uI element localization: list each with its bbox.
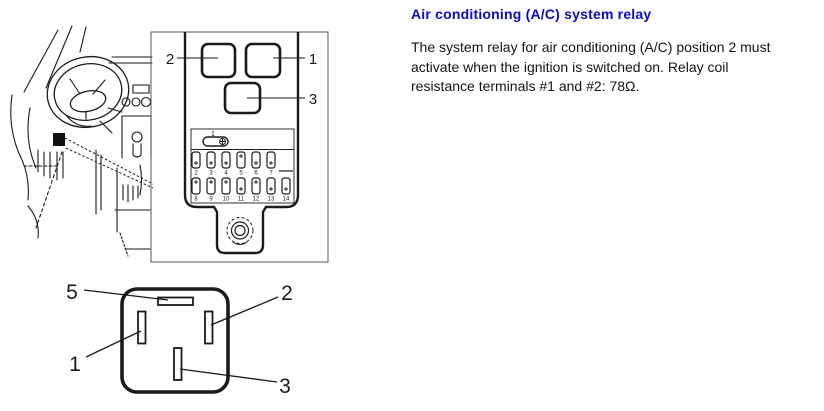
article-body: The system relay for air conditioning (A… <box>411 38 816 97</box>
article-body-line-2: activate when the ignition is switched o… <box>411 58 729 75</box>
svg-text:7: 7 <box>269 171 273 177</box>
fuse-row-1 <box>191 151 276 169</box>
svg-text:11: 11 <box>238 197 245 203</box>
pin-1-terminal <box>137 310 147 345</box>
svg-text:12: 12 <box>253 197 260 203</box>
svg-text:8: 8 <box>194 197 198 203</box>
svg-text:4: 4 <box>224 171 228 177</box>
pin-3-label: 3 <box>279 375 291 398</box>
fuse-row-2 <box>191 177 291 195</box>
pin-2-terminal <box>204 310 214 345</box>
fusebox-body <box>183 32 300 255</box>
svg-text:3: 3 <box>209 171 213 177</box>
fuse-row-2-numbers: 8 9 10 11 12 13 14 <box>194 197 290 203</box>
svg-text:6: 6 <box>254 171 258 177</box>
article-title: Air conditioning (A/C) system relay <box>411 6 652 22</box>
fusebox-diagram: 2 1 3 1 <box>150 31 329 263</box>
relay-2-slot <box>200 42 237 79</box>
fusebox-location-marker <box>53 133 65 146</box>
article-body-line-1: The system relay for air conditioning (A… <box>411 39 771 55</box>
svg-text:14: 14 <box>283 197 290 203</box>
figure-frame <box>150 31 329 263</box>
pin-5-terminal <box>157 296 194 306</box>
relay-1-slot <box>244 42 282 79</box>
pin-2-label: 2 <box>281 282 293 305</box>
svg-text:2: 2 <box>194 171 198 177</box>
callout-pointer <box>64 137 154 189</box>
article-body-line-3: resistance terminals #1 and #2: 78Ω. <box>411 78 640 94</box>
article: Air conditioning (A/C) system relay The … <box>411 6 816 97</box>
main-fuse-label: 1 <box>211 131 215 138</box>
svg-text:9: 9 <box>209 197 213 203</box>
svg-text:13: 13 <box>268 197 275 203</box>
relay-2-label: 2 <box>166 51 174 68</box>
pin-1-label: 1 <box>69 353 81 376</box>
pin-3-terminal <box>173 347 183 381</box>
relay-1-label: 1 <box>309 51 317 68</box>
svg-text:10: 10 <box>223 197 230 203</box>
fuse-row-1-numbers: 2 3 4 5 6 7 <box>194 171 273 177</box>
pin-5-label: 5 <box>66 281 78 304</box>
relay-pinout-diagram: 5 2 1 3 <box>66 281 293 398</box>
mounting-bolt-icon <box>226 217 254 245</box>
main-fuse <box>202 136 229 147</box>
relay-3-label: 3 <box>309 91 317 108</box>
svg-text:5: 5 <box>239 171 243 177</box>
dashboard-illustration <box>10 25 154 257</box>
fuse-panel: 1 2 3 4 5 6 <box>190 128 295 204</box>
